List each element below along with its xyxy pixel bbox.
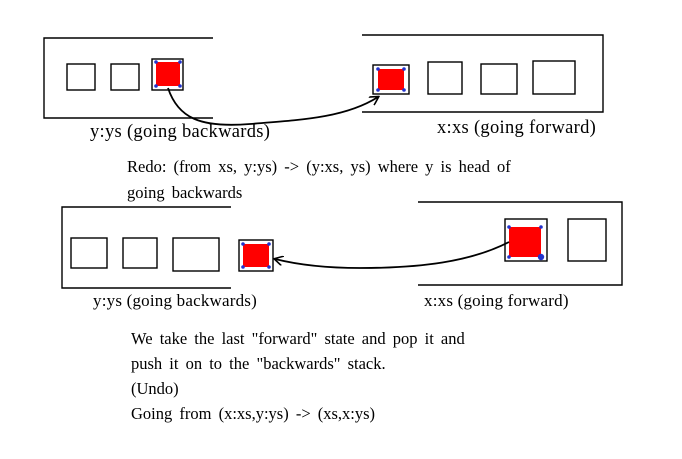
selection-handle [178, 84, 182, 88]
bottom-backwards-cell-3 [172, 237, 220, 272]
top-forward-head-cell [372, 64, 410, 95]
bottom-forward-head-highlight [509, 227, 541, 257]
top-forward-cell-1 [427, 61, 463, 95]
top-backwards-head-highlight [156, 62, 180, 86]
bottom-backwards-stack [61, 206, 274, 289]
bottom-note-line-3: (Undo) [131, 379, 179, 398]
top-backwards-label: y:ys (going backwards) [90, 122, 271, 142]
selection-handle [537, 253, 545, 261]
bottom-note-line-4: Going from (x:xs,y:ys) -> (xs,x:ys) [131, 404, 376, 423]
top-forward-cell-3 [532, 60, 576, 95]
selection-handle [267, 242, 271, 246]
bottom-backwards-cell-1 [70, 237, 108, 269]
bottom-note-line-1: We take the last "forward" state and pop… [131, 329, 465, 348]
top-forward-cell-2 [480, 63, 518, 95]
top-redo-arrow [167, 87, 378, 126]
bottom-forward-cell-1 [567, 218, 607, 262]
bottom-forward-head-cell [504, 218, 548, 262]
top-backwards-head-cell [151, 58, 184, 91]
selection-handle [154, 60, 158, 64]
selection-handle [178, 60, 182, 64]
selection-handle [267, 265, 271, 269]
selection-handle [241, 265, 245, 269]
top-backwards-stack [43, 37, 213, 119]
bottom-backwards-head-cell [238, 239, 274, 272]
top-forward-label: x:xs (going forward) [437, 118, 597, 138]
top-note-line-1: Redo: (from xs, y:ys) -> (y:xs, ys) wher… [127, 157, 511, 176]
selection-handle [154, 84, 158, 88]
selection-handle [507, 225, 511, 229]
bottom-backwards-head-highlight [243, 244, 269, 267]
top-forward-stack [362, 34, 604, 113]
bottom-forward-frame [418, 201, 623, 286]
bottom-backwards-cell-2 [122, 237, 158, 269]
bottom-undo-arrow [275, 241, 510, 269]
selection-handle [539, 225, 543, 229]
top-backwards-frame [43, 37, 213, 119]
selection-handle [241, 242, 245, 246]
top-backwards-cell-2 [110, 63, 140, 91]
selection-handle [402, 88, 406, 92]
bottom-forward-label: x:xs (going forward) [424, 291, 569, 310]
top-forward-head-highlight [378, 69, 404, 90]
bottom-backwards-frame [61, 206, 231, 289]
top-backwards-cell-1 [66, 63, 96, 91]
selection-handle [402, 67, 406, 71]
selection-handle [507, 255, 511, 259]
bottom-forward-stack [418, 201, 623, 286]
selection-handle [376, 88, 380, 92]
bottom-note-line-2: push it on to the "backwards" stack. [131, 354, 386, 373]
selection-handle [376, 67, 380, 71]
bottom-backwards-label: y:ys (going backwards) [93, 291, 257, 310]
top-forward-frame [362, 34, 604, 113]
top-note-line-2: going backwards [127, 183, 243, 202]
